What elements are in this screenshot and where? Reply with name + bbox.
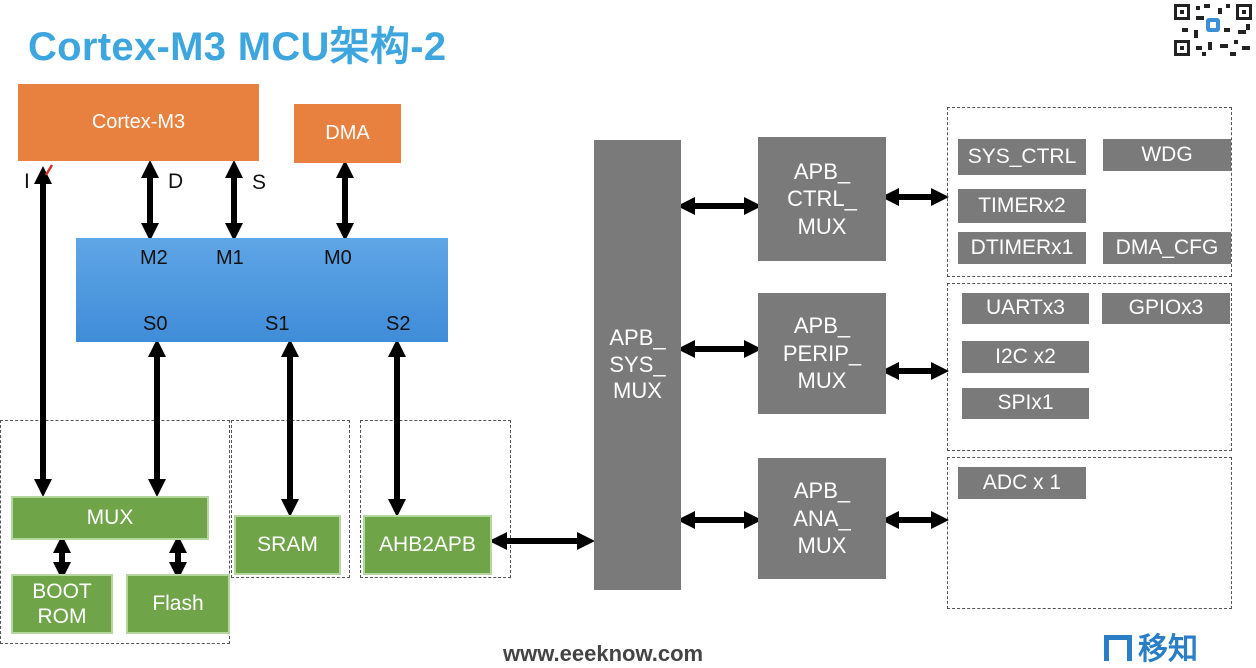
- boot-memory-group: [0, 420, 230, 644]
- timer-chip: TIMERx2: [958, 189, 1086, 223]
- d-bus-label: D: [168, 170, 184, 193]
- page-title: Cortex-M3 MCU架构-2: [28, 25, 447, 69]
- qr-code-icon: [1172, 0, 1256, 60]
- sram-block: SRAM: [234, 515, 341, 575]
- bus-matrix: M2 M1 M0 S0 S1 S2: [76, 238, 448, 342]
- cortex-m3-block: Cortex-M3: [18, 84, 259, 161]
- brand-logo-icon: [1104, 635, 1132, 661]
- adc-chip: ADC x 1: [958, 467, 1086, 499]
- master-port-m1: M1: [216, 247, 244, 269]
- apb-ctrl-mux-block: APB_ CTRL_ MUX: [758, 137, 886, 261]
- brand-logo: 移知: [1104, 624, 1198, 668]
- slave-port-s0: S0: [143, 313, 168, 335]
- uart-chip: UARTx3: [962, 293, 1089, 324]
- i2c-chip: I2C x2: [962, 341, 1089, 373]
- apb-perip-mux-block: APB_ PERIP_ MUX: [758, 293, 886, 414]
- gpio-chip: GPIOx3: [1102, 293, 1230, 324]
- master-port-m2: M2: [140, 247, 168, 269]
- brand-logo-text: 移知: [1138, 633, 1198, 666]
- footer-url: www.eeeknow.com: [503, 641, 704, 666]
- flash-block: Flash: [126, 574, 230, 634]
- spi-chip: SPIx1: [962, 388, 1089, 419]
- mux-block: MUX: [11, 496, 209, 540]
- ahb2apb-block: AHB2APB: [363, 515, 492, 575]
- i-bus-label: I: [24, 170, 30, 193]
- slave-port-s1: S1: [265, 313, 290, 335]
- slave-port-s2: S2: [386, 313, 411, 335]
- dma-cfg-chip: DMA_CFG: [1103, 232, 1231, 264]
- dma-block: DMA: [294, 104, 401, 163]
- apb-sys-mux-block: APB_ SYS_ MUX: [594, 140, 681, 590]
- apb-ana-mux-block: APB_ ANA_ MUX: [758, 458, 886, 579]
- boot-rom-block: BOOT ROM: [11, 574, 113, 634]
- dtimer-chip: DTIMERx1: [958, 232, 1086, 264]
- sys-ctrl-chip: SYS_CTRL: [958, 139, 1086, 175]
- master-port-m0: M0: [324, 247, 352, 269]
- ana-peripheral-group: [947, 457, 1232, 609]
- wdg-chip: WDG: [1103, 139, 1231, 171]
- ahb2apb-group: [360, 420, 511, 578]
- s-bus-label: S: [252, 171, 267, 194]
- red-tick-mark: [44, 164, 54, 176]
